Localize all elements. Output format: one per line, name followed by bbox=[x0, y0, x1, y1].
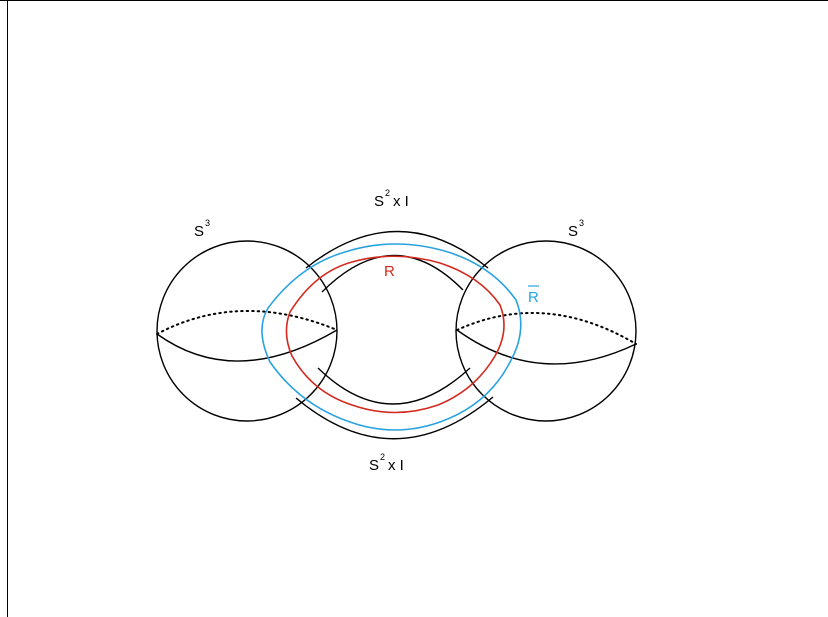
bottom-tube-label-rest: x I bbox=[388, 457, 404, 474]
left-sphere-label: S bbox=[194, 223, 204, 240]
frame-left-border bbox=[7, 0, 8, 617]
left-sphere bbox=[156, 240, 338, 422]
top-tube-label-rest: x I bbox=[393, 193, 409, 210]
loop-rbar-label: R bbox=[528, 289, 539, 306]
bottom-tube-label-exp: 2 bbox=[380, 452, 385, 462]
top-tube-label-exp: 2 bbox=[385, 188, 390, 198]
right-sphere bbox=[455, 240, 637, 422]
left-sphere-equator-front bbox=[156, 329, 338, 362]
right-sphere-equator-back bbox=[456, 311, 637, 345]
right-sphere-equator-front bbox=[456, 329, 637, 365]
top-tube-outer bbox=[305, 230, 489, 269]
loop-r-label: R bbox=[384, 263, 395, 280]
bottom-tube-label: S bbox=[369, 457, 379, 474]
right-sphere-label-exp: 3 bbox=[579, 218, 584, 228]
right-sphere-label: S bbox=[568, 223, 578, 240]
bottom-tube-inner bbox=[317, 367, 471, 405]
left-sphere-label-exp: 3 bbox=[205, 218, 210, 228]
frame-top-border bbox=[0, 0, 828, 1]
bottom-tube-outer bbox=[295, 396, 494, 440]
top-tube-label: S bbox=[374, 193, 384, 210]
loop-r bbox=[285, 255, 505, 414]
left-sphere-equator-back bbox=[156, 310, 338, 335]
loop-rbar bbox=[261, 243, 522, 431]
